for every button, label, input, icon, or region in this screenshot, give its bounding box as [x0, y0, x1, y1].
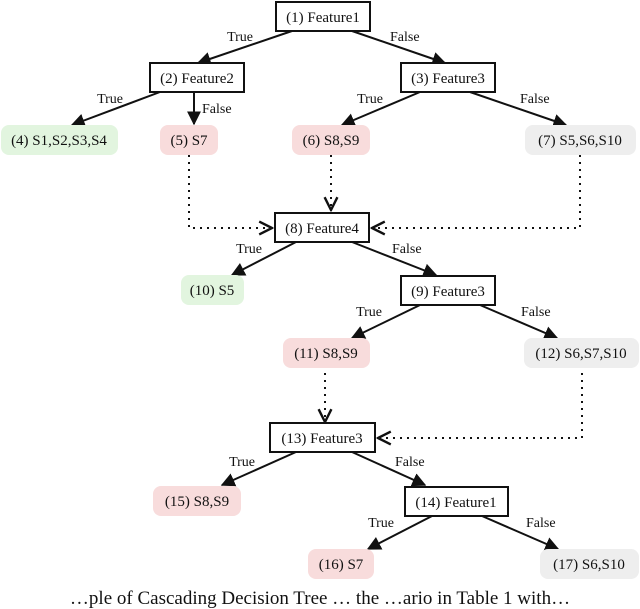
edge-label-13-15: True: [229, 455, 255, 470]
edge-label-1-2: True: [227, 30, 253, 45]
edge-1-3: [351, 30, 447, 66]
edge-label-3-7: False: [520, 92, 550, 107]
edge-2-4: [70, 91, 161, 128]
edge-3-7: [469, 91, 568, 128]
edge-3-6: [340, 91, 421, 127]
leaf-11: (11) S8,S9: [283, 338, 370, 368]
node-9-label: (9) Feature3: [411, 284, 485, 300]
edge-8-9: [351, 241, 438, 277]
edge-9-11: [350, 304, 421, 339]
edge-label-14-17: False: [526, 516, 556, 531]
leaf-6-label: (6) S8,S9: [303, 133, 360, 149]
leaf-7: (7) S5,S6,S10: [525, 125, 636, 155]
dotted-edge-12-13: [378, 366, 583, 438]
edge-label-2-4: True: [97, 92, 123, 107]
edge-14-16: [366, 515, 433, 550]
edge-label-13-14: False: [395, 455, 425, 470]
node-2-label: (2) Feature2: [160, 71, 234, 87]
node-8-label: (8) Feature4: [285, 221, 359, 237]
edge-label-14-16: True: [368, 516, 394, 531]
node-8: (8) Feature4: [274, 212, 370, 243]
node-2: (2) Feature2: [149, 62, 245, 93]
leaf-17-label: (17) S6,S10: [553, 557, 625, 573]
edge-13-15: [220, 451, 297, 487]
node-1: (1) Feature1: [275, 1, 371, 32]
edge-label-3-6: True: [357, 92, 383, 107]
node-9: (9) Feature3: [400, 275, 496, 306]
node-14: (14) Feature1: [404, 486, 509, 517]
edge-14-17: [481, 515, 560, 551]
edge-label-1-3: False: [390, 30, 420, 45]
leaf-11-label: (11) S8,S9: [294, 346, 358, 362]
edge-label-9-11: True: [356, 305, 382, 320]
leaf-15: (15) S8,S9: [153, 486, 241, 516]
leaf-17: (17) S6,S10: [540, 549, 639, 579]
edge-label-9-12: False: [521, 305, 551, 320]
leaf-10-label: (10) S5: [190, 283, 235, 299]
node-14-label: (14) Feature1: [415, 495, 496, 511]
node-13: (13) Feature3: [269, 422, 376, 453]
leaf-6: (6) S8,S9: [292, 125, 370, 155]
leaf-12: (12) S6,S7,S10: [524, 338, 639, 368]
edge-13-14: [351, 451, 427, 487]
edge-label-8-9: False: [392, 242, 422, 257]
edge-label-8-10: True: [236, 242, 262, 257]
edge-9-12: [479, 304, 559, 340]
leaf-7-label: (7) S5,S6,S10: [538, 133, 622, 149]
figure-caption: …ple of Cascading Decision Tree … the …a…: [69, 589, 571, 609]
leaf-12-label: (12) S6,S7,S10: [535, 346, 626, 362]
node-1-label: (1) Feature1: [286, 10, 360, 26]
leaf-4: (4) S1,S2,S3,S4: [1, 125, 118, 155]
node-3-label: (3) Feature3: [411, 71, 485, 87]
leaf-5-label: (5) S7: [170, 133, 208, 149]
leaf-16-label: (16) S7: [319, 557, 364, 573]
edge-8-10: [230, 241, 297, 276]
edge-1-2: [196, 30, 293, 66]
leaf-10: (10) S5: [181, 275, 244, 305]
leaf-5: (5) S7: [160, 125, 218, 155]
node-13-label: (13) Feature3: [281, 431, 362, 447]
node-3: (3) Feature3: [400, 62, 496, 93]
leaf-4-label: (4) S1,S2,S3,S4: [11, 133, 107, 149]
edge-label-2-5: False: [202, 102, 232, 117]
leaf-16: (16) S7: [308, 549, 374, 579]
leaf-15-label: (15) S8,S9: [165, 494, 229, 510]
dotted-edge-7-8: [372, 155, 581, 228]
dotted-edge-5-8: [188, 155, 272, 228]
